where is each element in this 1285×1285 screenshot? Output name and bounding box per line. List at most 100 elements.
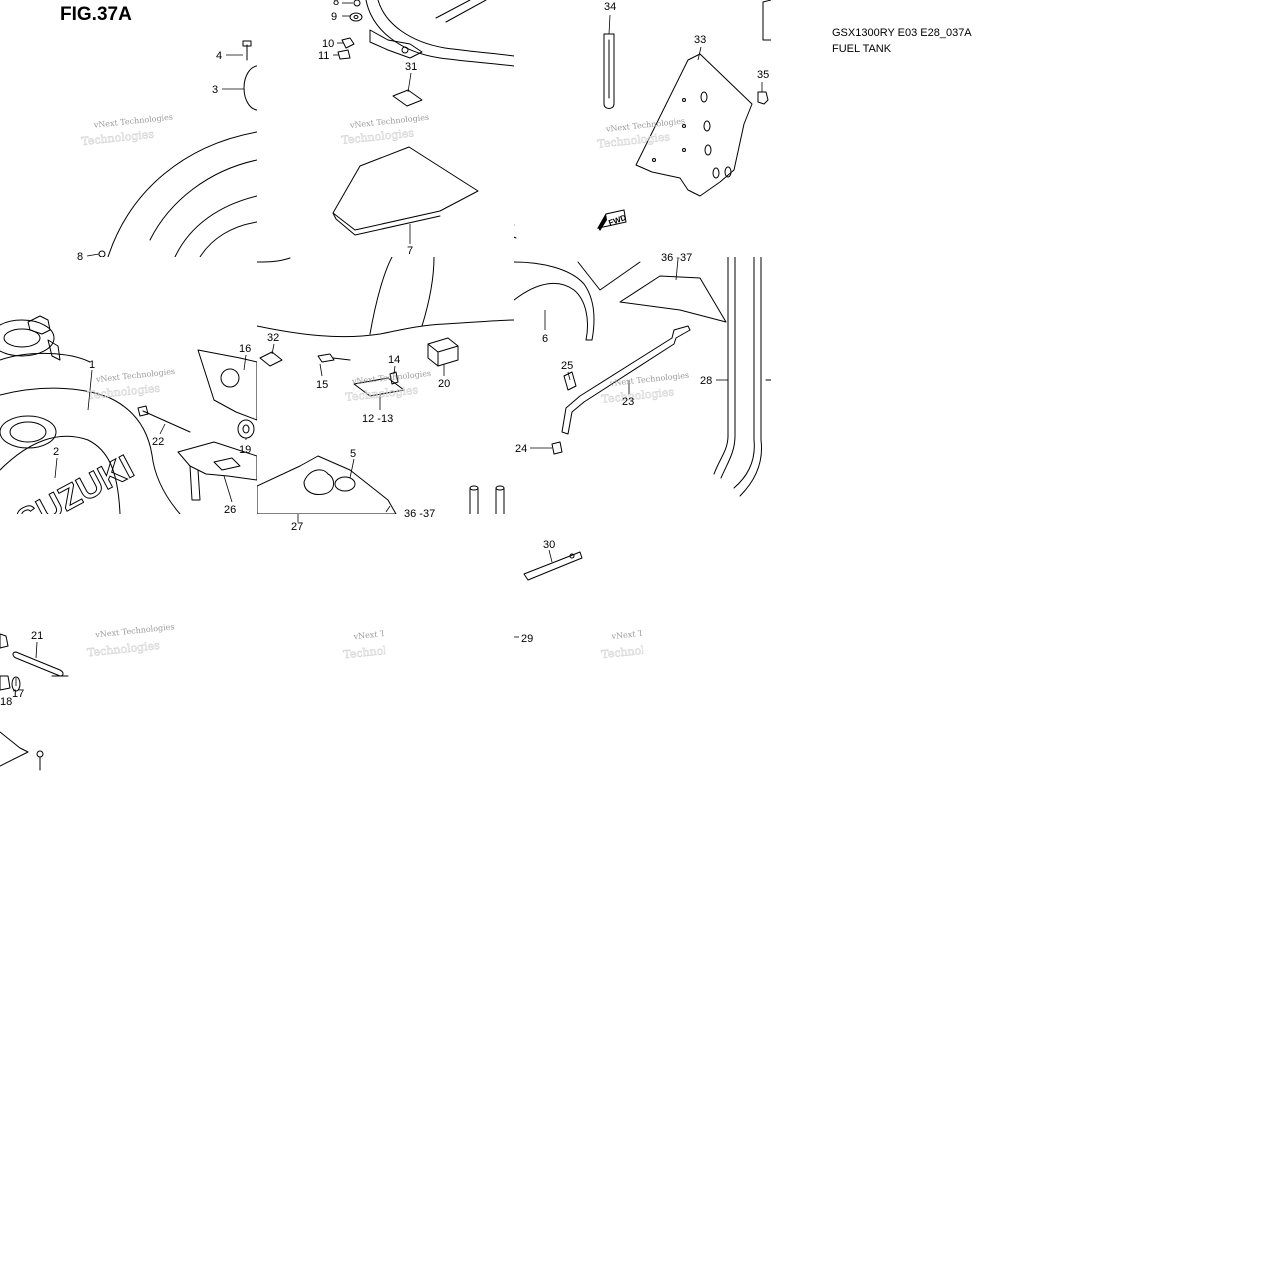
watermark: Technologies vNext Technologies bbox=[80, 113, 173, 149]
lower-plate bbox=[0, 731, 29, 767]
bracket-26-leg bbox=[189, 465, 201, 501]
hose-right-end bbox=[495, 485, 505, 491]
callout-34: 34 bbox=[604, 1, 616, 13]
tank-bump bbox=[257, 257, 291, 263]
pad-7 bbox=[332, 146, 479, 231]
svg-text:vNext Technologies: vNext Technologies bbox=[348, 113, 429, 130]
callout-36-37: 36 -37 bbox=[661, 252, 692, 264]
protector-hole-4 bbox=[712, 167, 720, 179]
hose-36-37-right bbox=[495, 487, 505, 514]
callout-11: 11 bbox=[318, 50, 329, 62]
callout-23: 23 bbox=[622, 396, 634, 408]
callout-18: 18 bbox=[0, 696, 12, 708]
plate-27-cutout bbox=[303, 469, 334, 495]
hose-21 bbox=[12, 651, 64, 677]
pad-7-thickness bbox=[332, 212, 441, 236]
model-code: GSX1300RY E03 E28_037A bbox=[832, 27, 972, 39]
bolt-8-top bbox=[353, 0, 361, 7]
callout-33: 33 bbox=[694, 34, 706, 46]
figure-title: FIG.37A bbox=[60, 4, 132, 25]
callout-20: 20 bbox=[438, 378, 450, 390]
watermark-partial: Technologies vNext Technologies bbox=[342, 624, 417, 662]
svg-text:Technologies: Technologies bbox=[345, 383, 419, 404]
filler-opening bbox=[0, 415, 57, 449]
cap-key bbox=[27, 315, 51, 335]
cover-ridge bbox=[577, 261, 641, 291]
side-cover-6 bbox=[514, 261, 595, 341]
cushion-20-face bbox=[427, 343, 459, 367]
tile-fuel-tank-body: SUZUKI bbox=[0, 315, 257, 541]
callout-26: 26 bbox=[224, 504, 236, 516]
hose-36-37-left bbox=[469, 487, 479, 514]
callout-25: 25 bbox=[561, 360, 573, 372]
svg-text:vNext Technologies: vNext Technologies bbox=[610, 624, 691, 641]
tile-tank-top-left bbox=[98, 40, 257, 257]
hose-left-end bbox=[469, 485, 479, 491]
callout-1: 1 bbox=[89, 359, 95, 371]
bracket-16-hole bbox=[220, 368, 240, 388]
tile-prop-rod-and-hoses bbox=[514, 257, 771, 497]
tank-rear-curve-2 bbox=[421, 257, 435, 327]
damper-19-hole bbox=[242, 424, 250, 434]
svg-text:Technologies: Technologies bbox=[87, 639, 161, 660]
protector-hole-1 bbox=[700, 91, 708, 103]
lower-bolt bbox=[36, 750, 44, 758]
callout-21: 21 bbox=[31, 630, 43, 642]
callout-2: 2 bbox=[53, 446, 59, 458]
callout-12-13: 12 -13 bbox=[362, 413, 393, 425]
mount-hole bbox=[401, 46, 409, 54]
protector-dot-3 bbox=[682, 148, 686, 152]
tile-rear-frame-pads bbox=[332, 0, 514, 236]
svg-text:vNext Technologies: vNext Technologies bbox=[94, 367, 175, 384]
watermark-partial: Technologies vNext Technologies bbox=[600, 624, 691, 662]
washer-9-hole bbox=[353, 15, 359, 19]
callout-19: 19 bbox=[239, 444, 251, 456]
diagram-info: GSX1300RY E03 E28_037A FUEL TANK bbox=[832, 25, 972, 57]
callout-4: 4 bbox=[216, 50, 222, 62]
tank-upper-contour bbox=[107, 131, 257, 257]
bolt-15 bbox=[317, 353, 335, 363]
washer-9 bbox=[349, 12, 363, 22]
tile-support-rod bbox=[523, 551, 583, 581]
leader-lines bbox=[15, 2, 763, 686]
plate-27 bbox=[257, 455, 397, 514]
protector-dot-4 bbox=[652, 158, 656, 162]
callout-28: 28 bbox=[700, 375, 712, 387]
watermark: Technologies vNext Technologies bbox=[340, 113, 429, 148]
callout-5: 5 bbox=[350, 448, 356, 460]
watermark: Technologies vNext Technologies bbox=[596, 116, 685, 151]
fwd-arrow-shadow bbox=[598, 214, 607, 231]
breather-hose-28-left bbox=[727, 257, 736, 437]
tank-inner-contour-2 bbox=[174, 195, 257, 257]
collar-11 bbox=[337, 49, 351, 60]
rear-mount-bracket bbox=[369, 29, 423, 59]
protector-dot-2 bbox=[682, 124, 686, 128]
tile-side-protector: FWD bbox=[514, 0, 771, 239]
tile-lower-left-parts bbox=[0, 633, 69, 771]
cap-flange bbox=[243, 65, 257, 111]
callout-labels: 4 3 8 8 9 10 11 31 7 34 33 35 1 2 16 22 … bbox=[0, 0, 769, 708]
cap-key-fob bbox=[47, 339, 61, 361]
pad-36-37 bbox=[619, 275, 727, 323]
band-34 bbox=[603, 33, 615, 109]
tank-brand-logo: SUZUKI bbox=[10, 448, 140, 541]
tank-side-bulge bbox=[0, 435, 121, 514]
watermarks: Technologies vNext Technologies Technolo… bbox=[80, 113, 691, 662]
breather-hose-28-left-bend bbox=[713, 435, 736, 479]
plate-12-13 bbox=[353, 377, 405, 397]
grommet-18 bbox=[0, 675, 11, 691]
cushion-32 bbox=[259, 351, 283, 367]
callout-15: 15 bbox=[316, 379, 328, 391]
fuel-tank-body bbox=[0, 387, 181, 514]
callout-3: 3 bbox=[212, 84, 218, 96]
tank-rear-edge-inner bbox=[377, 0, 514, 57]
top-strip bbox=[435, 0, 471, 19]
bushing-10 bbox=[341, 37, 355, 49]
callout-31: 31 bbox=[405, 61, 417, 73]
svg-text:Technologies: Technologies bbox=[343, 641, 417, 662]
filler-cap-inner bbox=[3, 328, 41, 348]
cushion-31 bbox=[392, 89, 423, 107]
tank-underside-edge bbox=[257, 319, 514, 338]
tank-inner-contour-3 bbox=[199, 221, 257, 257]
